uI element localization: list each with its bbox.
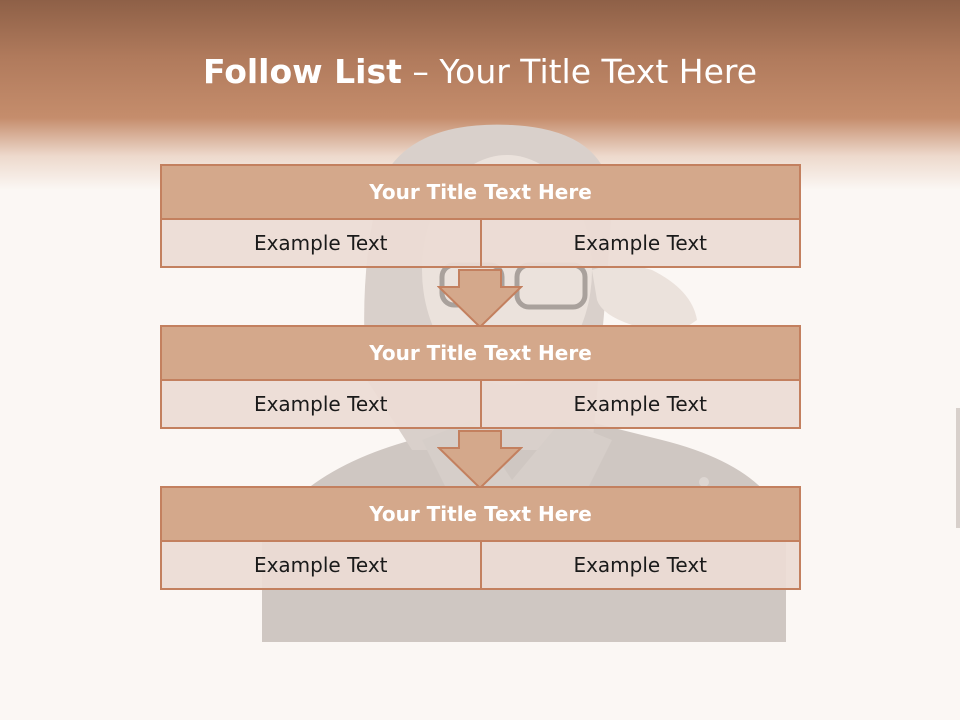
list-row-1: Your Title Text Here Example Text Exampl… bbox=[160, 164, 801, 268]
row-title: Your Title Text Here bbox=[160, 164, 801, 220]
list-row-2: Your Title Text Here Example Text Exampl… bbox=[160, 325, 801, 429]
row-title: Your Title Text Here bbox=[160, 325, 801, 381]
slide-title-bold: Follow List bbox=[202, 52, 402, 91]
row-cell-right: Example Text bbox=[479, 540, 801, 590]
down-arrow-icon bbox=[437, 430, 523, 490]
row-cell-left: Example Text bbox=[160, 540, 482, 590]
slide-title-rest: – Your Title Text Here bbox=[401, 52, 758, 91]
slide-title: Follow List – Your Title Text Here bbox=[0, 52, 960, 91]
photo-edge-decoration bbox=[956, 408, 960, 528]
row-cell-right: Example Text bbox=[479, 218, 801, 268]
row-title: Your Title Text Here bbox=[160, 486, 801, 542]
row-cell-right: Example Text bbox=[479, 379, 801, 429]
row-cell-left: Example Text bbox=[160, 379, 482, 429]
down-arrow-icon bbox=[437, 269, 523, 329]
row-cell-left: Example Text bbox=[160, 218, 482, 268]
list-row-3: Your Title Text Here Example Text Exampl… bbox=[160, 486, 801, 590]
